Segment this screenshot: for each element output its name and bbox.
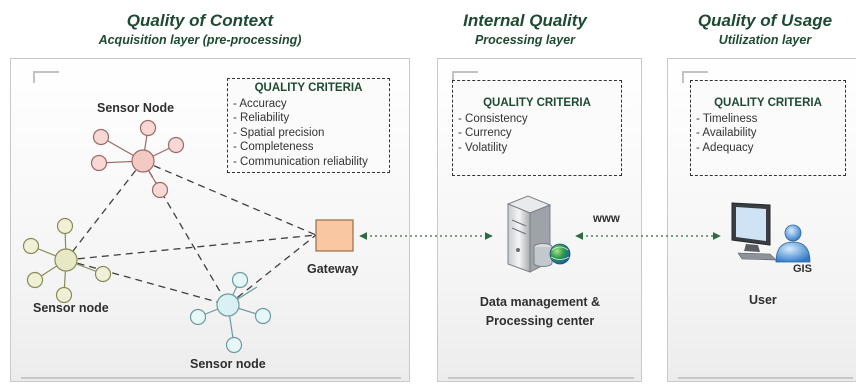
layer-subtitle: Acquisition layer (pre-processing): [98, 33, 302, 47]
sensor-node-top: [90, 119, 185, 199]
gateway-label: Gateway: [307, 262, 359, 276]
sensor-node-bottom: [189, 271, 272, 354]
link-top-gateway: [142, 160, 317, 236]
processing-center-label: Data management & Processing center: [455, 293, 625, 331]
processing-criteria-box: QUALITY CRITERIA - Consistency - Currenc…: [452, 80, 622, 176]
criteria-title: QUALITY CRITERIA: [254, 82, 363, 94]
layer-subtitle: Utilization layer: [718, 33, 812, 47]
criteria-item: - Volatility: [458, 141, 508, 154]
panel-bottom-line: [448, 377, 634, 379]
user-icon: [731, 202, 811, 263]
panel-corner-mark: [682, 71, 708, 83]
criteria-item: - Adequacy: [696, 141, 754, 154]
gis-label: GIS: [793, 263, 812, 275]
criteria-title: QUALITY CRITERIA: [714, 97, 822, 109]
criteria-item: - Communication reliability: [233, 155, 368, 168]
sensor-node-top-label: Sensor Node: [97, 101, 175, 115]
link-bottom-gateway: [227, 234, 317, 306]
panel-bottom-line: [21, 377, 401, 379]
criteria-item: - Reliability: [233, 112, 290, 125]
processing-center-line-1: Data management &: [479, 295, 601, 309]
usage-criteria-box: QUALITY CRITERIA - Timeliness - Availabi…: [690, 80, 846, 176]
criteria-item: - Currency: [458, 127, 512, 140]
layer-heading-context: Quality of Context Acquisition layer (pr…: [60, 11, 340, 49]
panel-corner-mark: [452, 71, 478, 83]
criteria-item: - Spatial precision: [233, 126, 325, 139]
processing-center-line-2: Processing center: [485, 314, 595, 328]
sensor-links: [65, 160, 317, 306]
layer-subtitle: Processing layer: [474, 33, 576, 47]
user-label: User: [749, 293, 777, 307]
layer-heading-internal: Internal Quality Processing layer: [430, 11, 620, 49]
link-left-bottom: [65, 259, 229, 306]
layer-title: Quality of Usage: [697, 11, 833, 30]
layer-title: Quality of Context: [126, 11, 274, 30]
criteria-title: QUALITY CRITERIA: [483, 97, 591, 109]
acquisition-criteria-box: QUALITY CRITERIA - Accuracy - Reliabilit…: [227, 78, 390, 173]
criteria-item: - Timeliness: [696, 112, 758, 125]
criteria-item: - Completeness: [233, 141, 314, 154]
sensor-node-bottom-label: Sensor node: [190, 357, 266, 371]
panel-bottom-line: [678, 377, 853, 379]
link-top-left: [65, 160, 144, 261]
panel-corner-mark: [33, 71, 59, 83]
criteria-item: - Accuracy: [233, 97, 287, 110]
sensor-node-left: [22, 217, 112, 304]
layer-title: Internal Quality: [463, 11, 587, 30]
criteria-item: - Availability: [696, 127, 757, 140]
gateway-box: [315, 219, 354, 252]
layer-heading-usage: Quality of Usage Utilization layer: [680, 11, 850, 49]
criteria-item: - Consistency: [458, 112, 528, 125]
link-left-gateway: [65, 234, 317, 261]
www-label: www: [593, 213, 620, 225]
sensor-node-left-label: Sensor node: [33, 301, 109, 315]
server-icon: [506, 195, 571, 273]
